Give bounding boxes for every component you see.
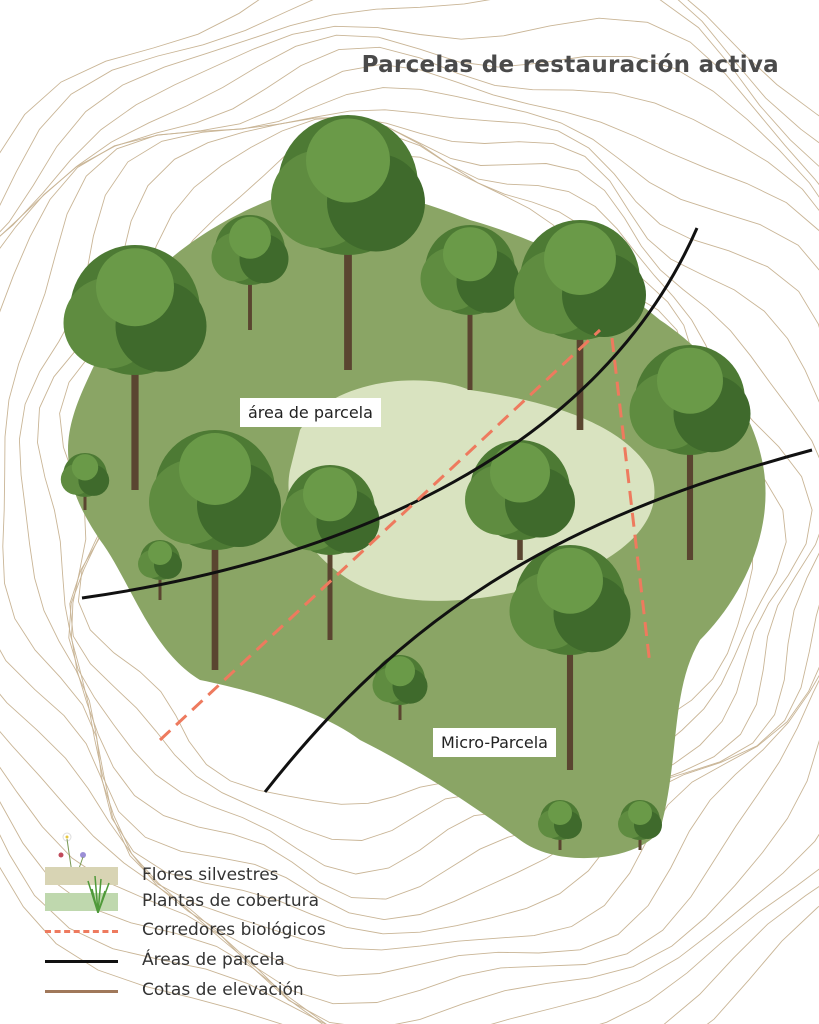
legend-item-wildflowers: Flores silvestres xyxy=(45,865,375,889)
tree xyxy=(618,800,662,850)
legend-label: Plantas de cobertura xyxy=(142,891,319,911)
dashed-line-swatch xyxy=(45,930,118,933)
legend-label: Flores silvestres xyxy=(142,865,279,885)
legend-label: Corredores biológicos xyxy=(142,920,326,940)
legend-item-groundcover: Plantas de cobertura xyxy=(45,875,375,915)
legend-label: Cotas de elevación xyxy=(142,980,304,1000)
wildflower-icon xyxy=(53,825,93,881)
tree xyxy=(465,440,575,560)
tree xyxy=(60,453,110,510)
grass-icon xyxy=(87,875,110,913)
tree xyxy=(509,545,631,770)
plot-boundary-line xyxy=(263,448,813,793)
trees xyxy=(60,115,751,850)
biological-corridor xyxy=(610,337,652,666)
contour-line xyxy=(0,17,819,1024)
tree xyxy=(63,245,207,490)
micro-plot-label: Micro-Parcela xyxy=(433,728,556,757)
wildflower-swatch xyxy=(45,867,118,885)
plot-boundary-line xyxy=(81,227,699,600)
tree xyxy=(149,430,281,670)
tree xyxy=(280,465,380,640)
black-line-swatch xyxy=(45,960,118,963)
tree xyxy=(538,800,582,850)
legend-item-corridors: Corredores biológicos xyxy=(45,920,375,944)
tree xyxy=(629,345,751,560)
brown-line-swatch xyxy=(45,990,118,993)
tree xyxy=(211,215,289,330)
tree xyxy=(372,655,428,720)
contour-line xyxy=(0,34,819,1024)
contour-line xyxy=(0,63,819,977)
legend-item-contours: Cotas de elevación xyxy=(45,980,375,1004)
page-title: Parcelas de restauración activa xyxy=(361,52,779,78)
biological-corridor xyxy=(158,328,602,742)
tree xyxy=(420,225,520,390)
tree xyxy=(514,220,646,430)
legend-item-plot-areas: Áreas de parcela xyxy=(45,950,375,974)
contour-line xyxy=(2,87,819,951)
tree xyxy=(271,115,425,370)
contour-line xyxy=(0,46,819,1005)
legend-label: Áreas de parcela xyxy=(142,950,285,970)
tree xyxy=(138,540,182,600)
plot-area-label: área de parcela xyxy=(240,398,381,427)
